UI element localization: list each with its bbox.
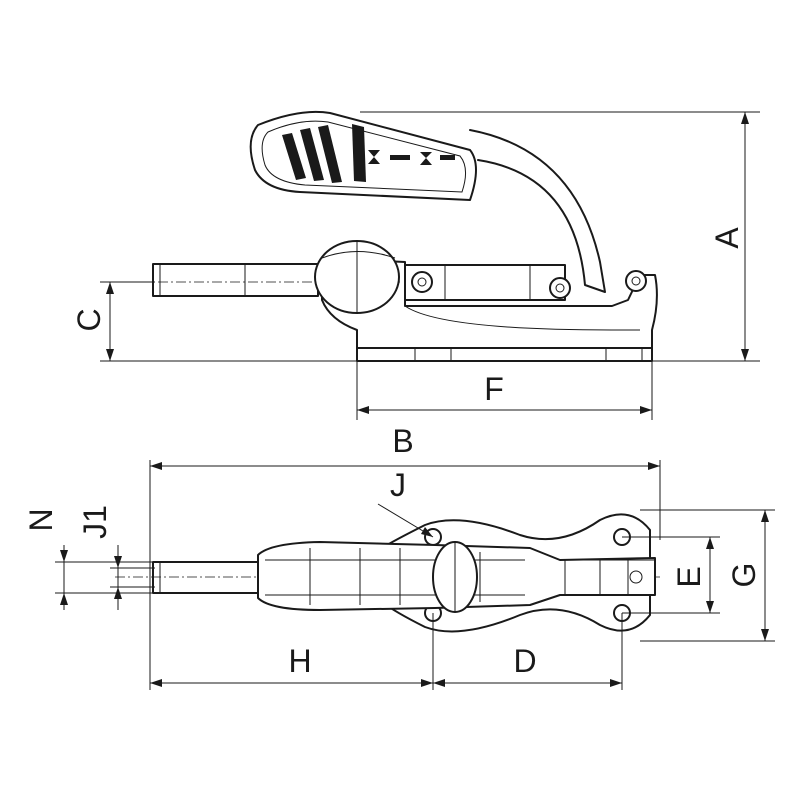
- side-base-slot-left: [414, 347, 452, 362]
- top-plunger-rod: [152, 561, 259, 594]
- dim-D: D: [433, 613, 623, 690]
- dim-H: H: [150, 613, 434, 690]
- side-view: A C F: [71, 110, 760, 420]
- side-plunger-rod: [152, 263, 319, 297]
- top-body-inner: [265, 559, 525, 596]
- dim-N: N: [23, 508, 155, 610]
- top-view: B J H D: [23, 423, 775, 690]
- dim-C: C: [71, 281, 357, 362]
- side-pivot-middle: [549, 277, 571, 299]
- dim-A: A: [360, 111, 760, 362]
- label-N: N: [23, 508, 59, 531]
- side-grip-ribs: [282, 124, 366, 183]
- label-J1: J1: [77, 505, 113, 539]
- side-ball-highlight: [321, 251, 396, 259]
- label-B: B: [392, 423, 413, 459]
- dim-E: E: [622, 536, 720, 614]
- top-end-pivot: [629, 570, 643, 584]
- label-H: H: [288, 643, 311, 679]
- side-pivot-middle-inner: [555, 283, 565, 293]
- label-F: F: [484, 371, 504, 407]
- side-grip-inner: [261, 120, 466, 193]
- side-base-plate: [356, 347, 653, 362]
- side-body-edge: [404, 305, 640, 331]
- label-G: G: [726, 563, 762, 588]
- label-J: J: [390, 467, 406, 503]
- dim-J1: J1: [77, 505, 155, 610]
- side-grip-logo: [368, 150, 455, 165]
- label-C: C: [71, 308, 107, 331]
- top-end-block: [564, 559, 656, 596]
- dim-F: F: [356, 361, 653, 420]
- side-body: [321, 257, 658, 349]
- dim-B: B: [149, 423, 661, 690]
- side-base-slot-right: [605, 347, 643, 362]
- label-D: D: [513, 643, 536, 679]
- side-pivot-right-inner: [631, 276, 641, 286]
- label-E: E: [671, 566, 707, 587]
- dim-G: G: [640, 509, 775, 642]
- side-pivot-left-inner: [417, 277, 427, 287]
- side-pivot-right: [625, 270, 647, 292]
- side-pivot-left: [411, 271, 433, 293]
- label-A: A: [709, 227, 745, 249]
- top-base-plate: [377, 513, 651, 633]
- dim-J: J: [377, 467, 434, 538]
- side-handle-arm: [469, 129, 606, 293]
